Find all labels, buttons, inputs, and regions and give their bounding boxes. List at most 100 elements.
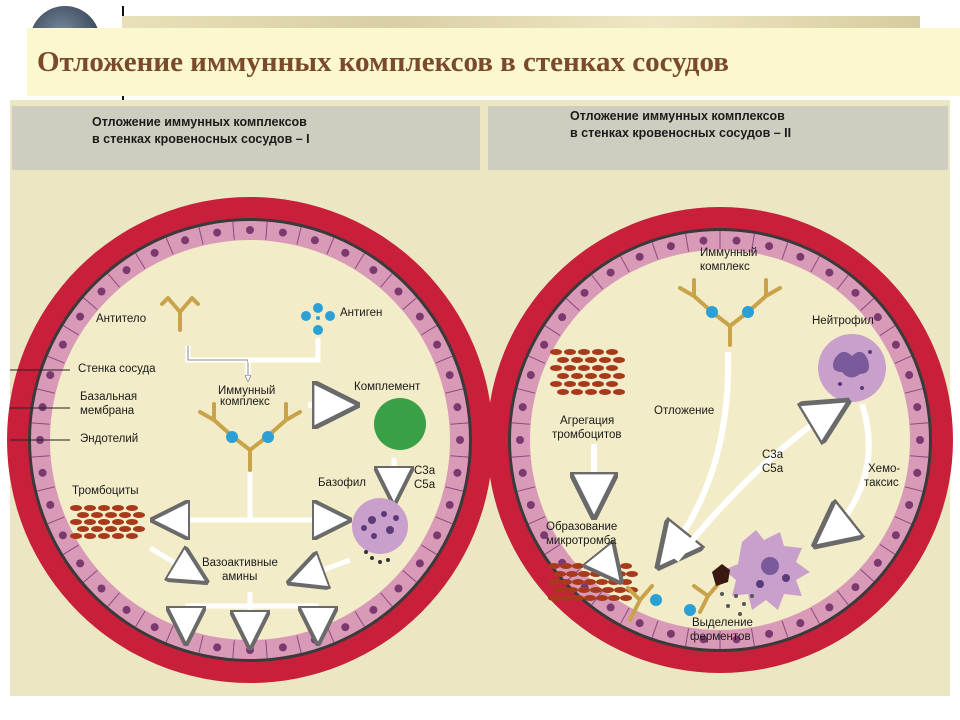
endothelial-nucleus (873, 558, 882, 567)
endothelial-nucleus (433, 531, 442, 540)
label-microthrombus-2: микротромба (546, 535, 617, 547)
platelet (606, 365, 618, 371)
platelet (554, 571, 566, 577)
platelet (585, 357, 597, 363)
endothelial-nucleus (38, 403, 47, 412)
endothelial-cell-border (511, 455, 530, 458)
label-deposition: Отложение (654, 405, 714, 417)
platelet (578, 349, 590, 355)
basophil-icon (352, 498, 408, 564)
label-immune-complex-r-1: Иммунный (700, 247, 757, 259)
platelet (571, 373, 583, 379)
endothelial-nucleus (278, 643, 287, 652)
platelet (584, 579, 596, 585)
endothelial-nucleus (394, 584, 403, 593)
platelet (105, 526, 117, 532)
endothelial-nucleus (518, 403, 527, 412)
caption-band-right (488, 106, 948, 170)
arrow-platelets-to-amines (148, 548, 200, 578)
endothelial-nucleus (246, 646, 254, 654)
endothelial-cell-border (83, 297, 98, 310)
label-chemotaxis-2: таксис (864, 477, 899, 489)
platelet (70, 533, 82, 539)
label-complement: Комплемент (354, 381, 421, 393)
platelet (557, 389, 569, 395)
label-c5a-right: C5a (762, 463, 784, 475)
endothelial-cell-border (296, 226, 302, 245)
endothelial-cell-border (435, 516, 453, 525)
endothelial-nucleus (558, 313, 567, 322)
endothelial-nucleus (765, 242, 774, 251)
endothelial-cell-border (421, 325, 437, 336)
endothelial-nucleus (122, 605, 131, 614)
label-immune-complex-1: Иммунный (218, 385, 275, 397)
endothelial-cell-border (750, 233, 755, 252)
platelet (564, 349, 576, 355)
endothelial-cell-border (326, 237, 335, 255)
platelet (112, 519, 124, 525)
label-neutrophil: Нейтрофил (812, 315, 874, 327)
platelet (578, 587, 590, 593)
endothelial-nucleus (732, 236, 741, 245)
platelet (557, 373, 569, 379)
platelet (91, 512, 103, 518)
panel-right-caption: Отложение иммунных комплексов в стенках … (570, 108, 791, 142)
endothelial-nucleus (394, 287, 403, 296)
endothelial-cell-border (380, 273, 393, 288)
arrow-deposition (664, 351, 732, 560)
endothelial-cell-border (83, 570, 98, 583)
platelet (84, 533, 96, 539)
endothelial-cell-border (402, 570, 417, 583)
endothelial-nucleus (851, 288, 860, 297)
endothelial-nucleus (913, 468, 922, 477)
platelet (572, 579, 584, 585)
platelet (608, 595, 620, 601)
platelet (548, 579, 560, 585)
platelet (620, 579, 632, 585)
endothelial-cell-border (445, 388, 464, 394)
label-basophil: Базофил (318, 477, 366, 489)
endothelial-nucleus (635, 619, 644, 628)
platelet (596, 579, 608, 585)
endothelial-cell-border (860, 298, 875, 312)
platelet (599, 357, 611, 363)
endothelial-cell-border (402, 297, 417, 310)
platelet (560, 563, 572, 569)
endothelial-cell-border (685, 628, 690, 647)
endothelial-nucleus (369, 605, 378, 614)
endothelial-nucleus (433, 340, 442, 349)
platelet (578, 381, 590, 387)
label-c3a-right: C3a (762, 449, 784, 461)
platelet (554, 587, 566, 593)
platelet (585, 373, 597, 379)
endothelial-cell-border (528, 516, 546, 525)
platelet (606, 349, 618, 355)
endothelial-cell-border (565, 298, 580, 312)
platelet (112, 533, 124, 539)
platelet (599, 373, 611, 379)
label-enzymes-2: ферментов (690, 631, 751, 643)
label-c3a: C3a (414, 465, 436, 477)
endothelial-nucleus (445, 371, 454, 380)
endothelial-cell-border (651, 242, 659, 260)
endothelial-cell-border (651, 620, 659, 638)
endothelial-cell-border (836, 590, 849, 606)
platelet (566, 587, 578, 593)
left-lumen (50, 240, 450, 640)
endothelial-nucleus (796, 252, 805, 261)
platelet (119, 512, 131, 518)
platelet (590, 587, 602, 593)
label-immune-complex-2: комплекс (220, 396, 270, 408)
endothelial-cell-border (450, 422, 469, 425)
endothelial-cell-border (517, 388, 535, 394)
endothelial-nucleus (58, 531, 67, 540)
platelet (77, 512, 89, 518)
platelet (571, 389, 583, 395)
endothelial-nucleus (181, 635, 190, 644)
label-c5a: C5a (414, 479, 436, 491)
endothelial-nucleus (699, 635, 708, 644)
endothelial-nucleus (851, 583, 860, 592)
platelet (91, 526, 103, 532)
endothelial-nucleus (181, 236, 190, 245)
platelet (620, 563, 632, 569)
